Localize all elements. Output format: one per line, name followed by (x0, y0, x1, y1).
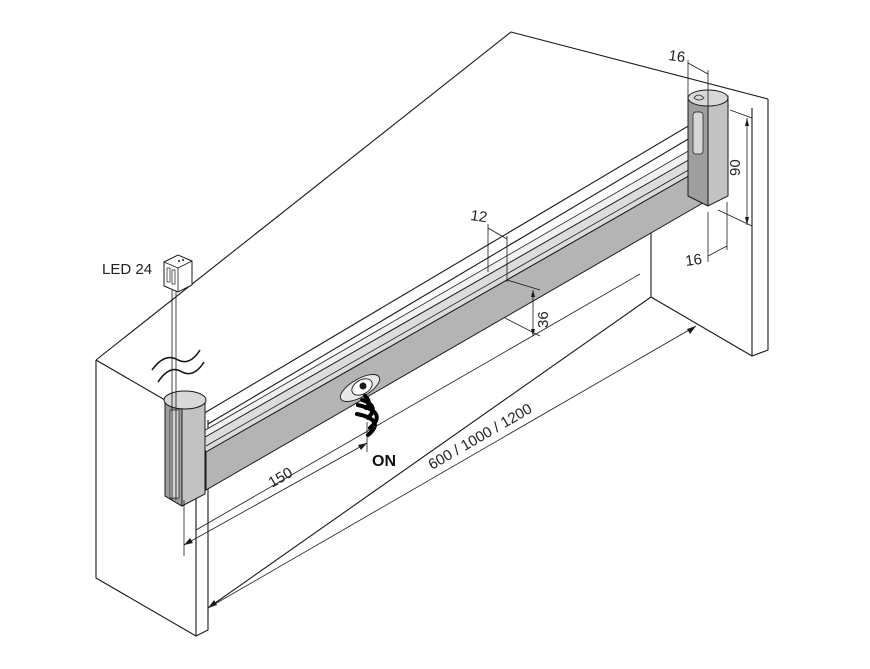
dim-label-36: 36 (535, 311, 552, 328)
left-post-slot (169, 409, 180, 499)
dim-label-16-top: 16 (667, 47, 686, 66)
power-cable (151, 254, 205, 500)
right-post-window (692, 111, 704, 155)
connector-label: LED 24 (102, 261, 152, 278)
cabinet-left-panel (95, 360, 197, 637)
dim-36-ext-top (506, 279, 541, 291)
dim-label-length: 600 / 1000 / 1200 (426, 400, 536, 473)
cabinet-left-thickness (195, 420, 209, 637)
dim-90-ext-bottom (717, 209, 753, 227)
sensor-on-label: ON (372, 453, 396, 470)
left-end-post (163, 390, 207, 507)
dim-36-ext-bottom (504, 317, 541, 337)
plug-connector-icon (163, 254, 193, 293)
dim-16-top-line (687, 62, 709, 75)
cabinet-underside-front (195, 124, 691, 419)
dim-16-bottom-line (707, 245, 728, 257)
dim-length-line (207, 325, 697, 609)
cabinet-underside-front-2 (207, 131, 701, 425)
sensor-eye (359, 382, 367, 390)
dim-length-ext-line (195, 273, 641, 531)
wavy-break-icon (151, 349, 205, 383)
cabinet (95, 31, 769, 637)
dim-label-12: 12 (469, 207, 488, 226)
cabinet-floor-back-line (207, 296, 652, 609)
right-post-hook (693, 94, 705, 101)
cabinet-right-bottom-edge (650, 296, 753, 357)
dim-90-ext-top (729, 109, 753, 119)
cabinet-top-back-edge (95, 31, 769, 361)
dim-label-16-bottom: 16 (684, 251, 703, 270)
wireless-signal-icon (355, 394, 379, 437)
cabinet-right-panel (751, 99, 769, 357)
touchless-sensor (339, 374, 381, 437)
dim-label-90: 90 (727, 159, 744, 176)
dim-12-line (487, 227, 508, 240)
dim-150-line (183, 442, 368, 546)
dimension-lines (183, 60, 753, 609)
bar-groove-line (205, 159, 707, 447)
left-post-cap (163, 390, 207, 410)
led-light-bar (199, 148, 710, 491)
